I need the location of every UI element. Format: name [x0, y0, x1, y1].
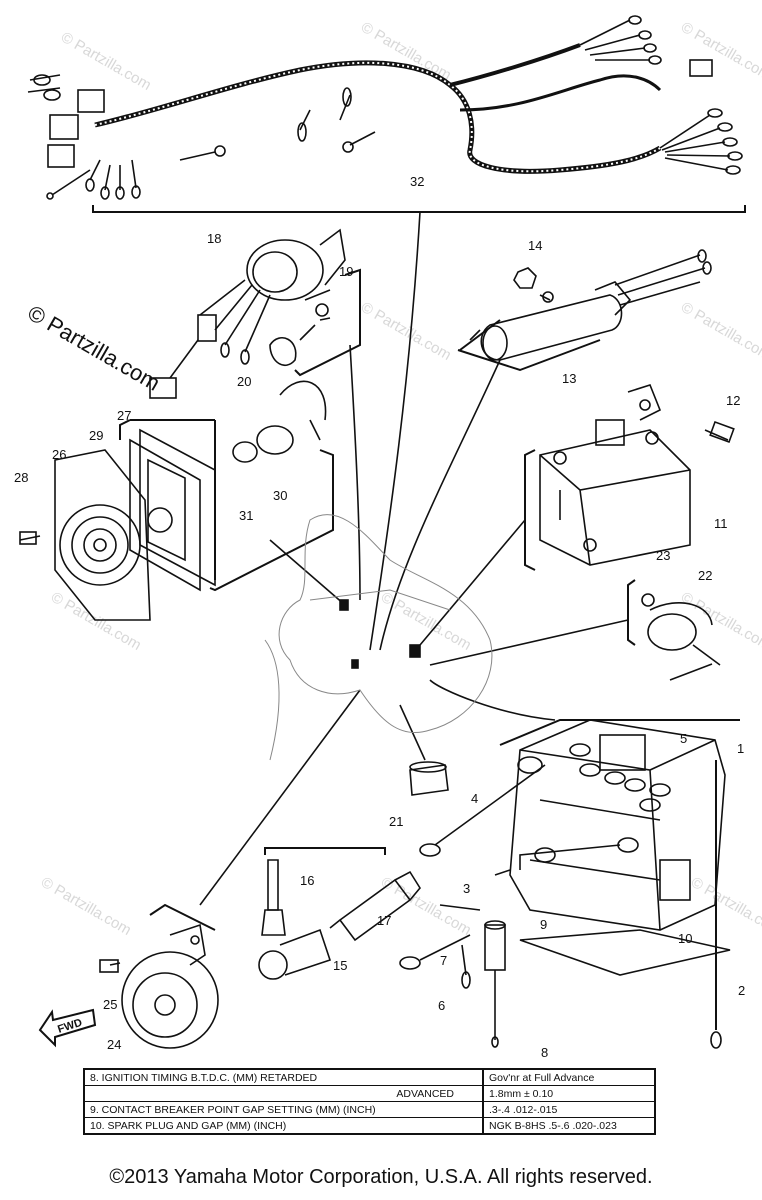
frame-mount — [409, 644, 421, 658]
callout-number: 1 — [737, 741, 744, 756]
callout-number: 31 — [239, 508, 253, 523]
fwd-arrow: FWD — [38, 1008, 97, 1048]
frame-mount — [339, 599, 349, 611]
callout-number: 20 — [237, 374, 251, 389]
frame-mount — [351, 659, 359, 669]
table-row: 8. IGNITION TIMING B.T.D.C. (MM) RETARDE… — [83, 1068, 656, 1086]
callout-number: 29 — [89, 428, 103, 443]
table-row: ADVANCED 1.8mm ± 0.10 — [83, 1085, 656, 1102]
callout-number: 11 — [714, 516, 728, 531]
spec-label: 8. IGNITION TIMING B.T.D.C. (MM) RETARDE… — [83, 1068, 484, 1086]
callout-number: 15 — [333, 958, 347, 973]
parts-diagram: © Partzilla.com © Partzilla.com © Partzi… — [14, 15, 762, 1060]
horn — [99, 923, 219, 1049]
nut — [513, 267, 537, 289]
callout-number: 3 — [463, 881, 470, 896]
spec-label: 9. CONTACT BREAKER POINT GAP SETTING (MM… — [83, 1101, 484, 1118]
callout-number: 28 — [14, 470, 28, 485]
callout-number: 24 — [107, 1037, 121, 1052]
condenser — [399, 869, 511, 1048]
ignition-coil — [469, 249, 712, 361]
copyright-notice: ©2013 Yamaha Motor Corporation, U.S.A. A… — [109, 1166, 653, 1188]
spec-table: 8. IGNITION TIMING B.T.D.C. (MM) RETARDE… — [83, 1068, 656, 1135]
spec-value: 1.8mm ± 0.10 — [482, 1085, 656, 1102]
callout-number: 17 — [377, 913, 391, 928]
callout-number: 22 — [698, 568, 712, 583]
callout-number: 5 — [680, 731, 687, 746]
spark-plug — [329, 870, 421, 942]
callout-number: 6 — [438, 998, 445, 1013]
flasher-relay — [641, 593, 721, 681]
leader-lines — [199, 211, 629, 906]
spec-value: Gov'nr at Full Advance — [482, 1068, 656, 1086]
callout-number: 8 — [541, 1045, 548, 1060]
callout-number: 23 — [656, 548, 670, 563]
callout-number: 19 — [339, 264, 353, 279]
wire-harness — [27, 15, 746, 213]
watermark-text: © Partzilla.com — [48, 589, 144, 654]
headlight-assembly — [19, 428, 216, 621]
callout-number: 4 — [471, 791, 478, 806]
watermark-text: © Partzilla.com — [678, 299, 762, 364]
watermark-text: © Partzilla.com — [358, 19, 454, 84]
callout-number: 12 — [726, 393, 740, 408]
callout-number: 13 — [562, 371, 576, 386]
pickup-assembly — [149, 228, 346, 399]
spec-value: NGK B-8HS .5-.6 .020-.023 — [482, 1117, 656, 1135]
callout-number: 32 — [410, 174, 424, 189]
watermark-text: © Partzilla.com — [58, 29, 154, 94]
callout-numbers: 1 2 3 4 5 6 7 8 9 10 11 12 13 14 15 16 1… — [14, 174, 745, 1060]
callout-number: 10 — [678, 931, 692, 946]
callout-number: 26 — [52, 447, 66, 462]
callout-number: 16 — [300, 873, 314, 888]
neutral-switch — [409, 761, 449, 796]
callout-number: 7 — [440, 953, 447, 968]
callout-number: 18 — [207, 231, 221, 246]
callout-number: 14 — [528, 238, 542, 253]
spec-label: ADVANCED — [83, 1085, 484, 1102]
frame-outline — [264, 514, 493, 761]
callout-number: 21 — [389, 814, 403, 829]
callout-number: 30 — [273, 488, 287, 503]
regulator-unit — [539, 384, 735, 566]
callout-number: 27 — [117, 408, 131, 423]
spec-label: 10. SPARK PLUG AND GAP (MM) (INCH) — [83, 1117, 484, 1135]
bracket-lines — [119, 268, 740, 931]
spark-plug-cap — [258, 859, 332, 980]
table-row: 9. CONTACT BREAKER POINT GAP SETTING (MM… — [83, 1101, 656, 1118]
watermark-text: © Partzilla.com — [688, 874, 762, 939]
watermark-text: © Partzilla.com — [38, 874, 134, 939]
table-row: 10. SPARK PLUG AND GAP (MM) (INCH) NGK B… — [83, 1117, 656, 1135]
spec-value: .3-.4 .012-.015 — [482, 1101, 656, 1118]
watermarks: © Partzilla.com © Partzilla.com © Partzi… — [38, 19, 762, 939]
callout-number: 9 — [540, 917, 547, 932]
battery-assembly — [419, 719, 731, 1049]
callout-number: 2 — [738, 983, 745, 998]
callout-number: 25 — [103, 997, 117, 1012]
watermark-text: © Partzilla.com — [378, 874, 474, 939]
bulb-socket — [232, 380, 327, 463]
watermark-text: © Partzilla.com — [358, 299, 454, 364]
